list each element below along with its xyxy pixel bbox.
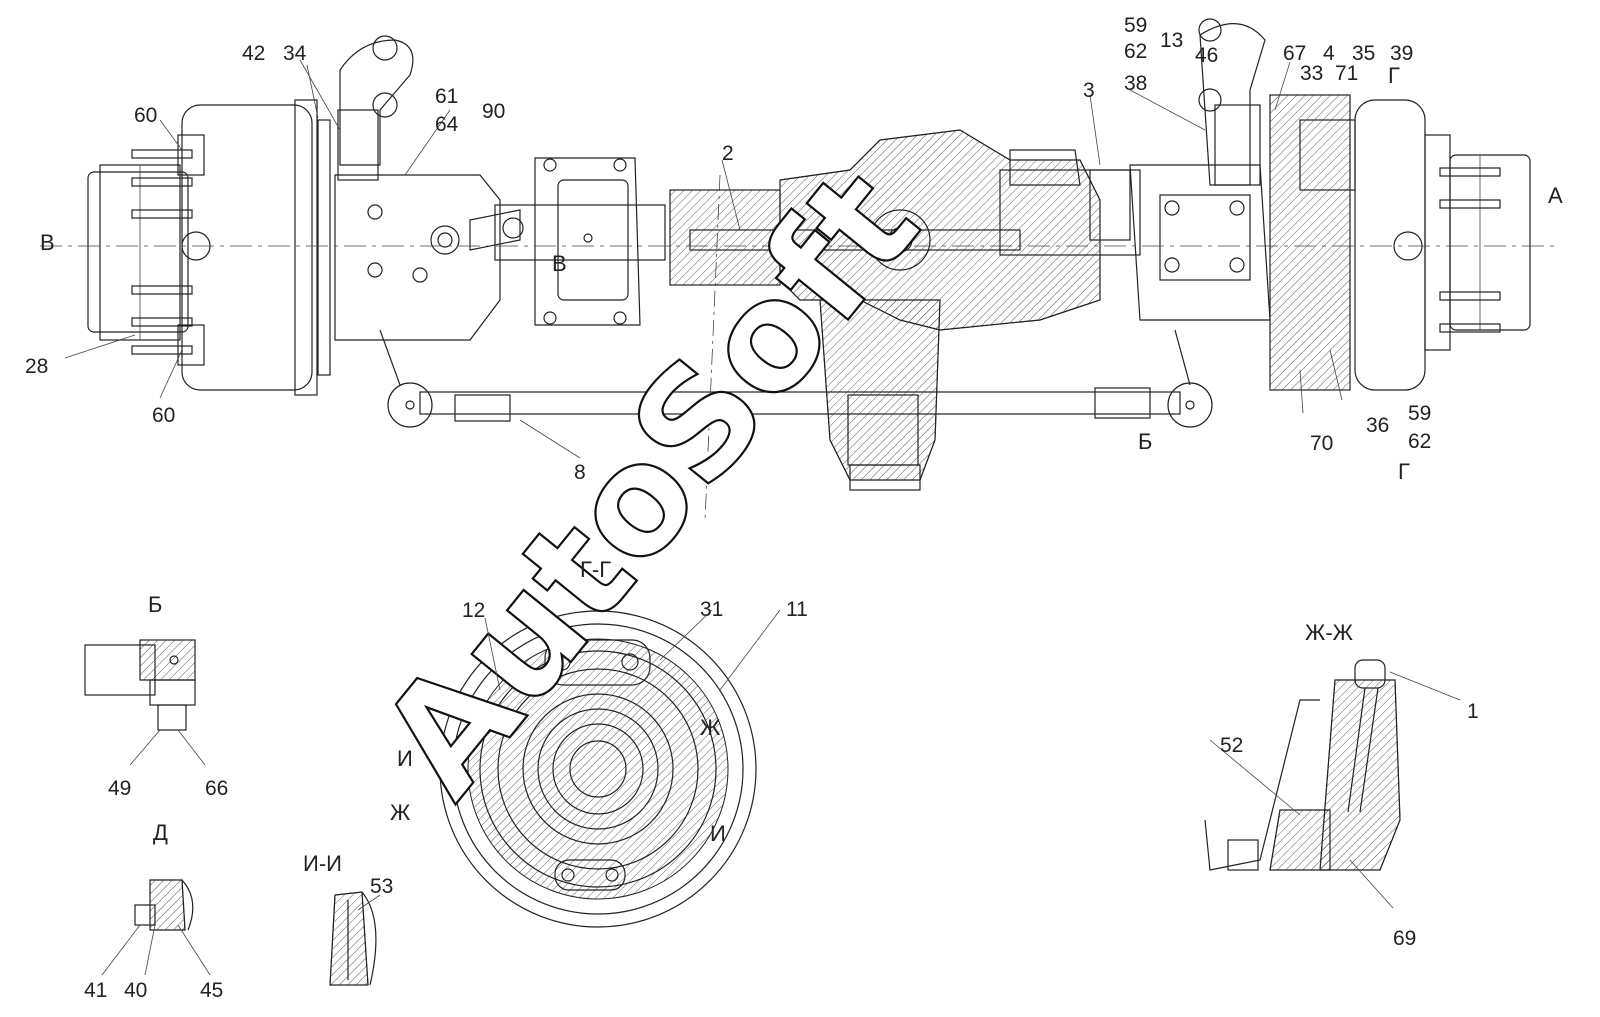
callout-70: 70: [1310, 432, 1333, 455]
tie-rod: [379, 329, 1213, 428]
callout-38: 38: [1124, 72, 1147, 95]
left-wheel-hub: [87, 99, 331, 396]
callout-90: 90: [482, 100, 505, 123]
callout-2: 2: [722, 142, 734, 165]
callout-71: 71: [1335, 62, 1358, 85]
callout-8: 8: [574, 461, 586, 484]
main-axle-view: [40, 18, 1560, 521]
right-axle-tube: [999, 149, 1141, 256]
callout-31: 31: [700, 598, 723, 621]
right-hub-bolts: [1439, 167, 1501, 333]
callout-62-top: 62: [1124, 40, 1147, 63]
callout-52: 52: [1220, 734, 1243, 757]
callout-61: 61: [435, 85, 458, 108]
view-b-tie-rod-end: [84, 639, 196, 731]
callout-66: 66: [205, 777, 228, 800]
callout-4: 4: [1323, 42, 1335, 65]
section-label-zhzh: Ж-Ж: [1305, 620, 1354, 645]
callout-28: 28: [25, 355, 48, 378]
section-label-g-bottom: Г: [1398, 459, 1410, 484]
callout-34: 34: [283, 42, 307, 65]
callout-67: 67: [1283, 42, 1306, 65]
callout-59-bottom: 59: [1408, 402, 1431, 425]
section-label-v-left: В: [40, 230, 55, 255]
section-label-d: Д: [153, 820, 168, 845]
callout-3: 3: [1083, 79, 1095, 102]
section-label-gg: Г-Г: [580, 557, 611, 582]
callout-60-top: 60: [134, 104, 157, 127]
callout-64: 64: [435, 113, 459, 136]
right-wheel-hub: [1269, 94, 1531, 391]
section-label-g-top: Г: [1388, 63, 1400, 88]
callout-49: 49: [108, 777, 131, 800]
callout-69: 69: [1393, 927, 1416, 950]
callout-1: 1: [1467, 700, 1479, 723]
left-steering-knuckle: [334, 35, 524, 341]
callout-39: 39: [1390, 42, 1413, 65]
callout-leaders: [64, 59, 1461, 976]
section-label-b-view: Б: [148, 592, 162, 617]
callout-11: 11: [786, 598, 808, 621]
callout-42: 42: [242, 42, 265, 65]
callout-numbers: 42 34 60 61 64 90 28 60 2 3 8 59 62 13 4…: [25, 14, 1479, 1002]
section-label-i-up: И: [397, 746, 413, 771]
callout-62-bottom: 62: [1408, 430, 1431, 453]
callout-60-bottom: 60: [152, 404, 175, 427]
section-label-zh-down: Ж: [390, 800, 411, 825]
callout-12: 12: [462, 599, 485, 622]
callout-13: 13: [1160, 29, 1183, 52]
section-zhzh: [1204, 659, 1401, 871]
left-axle-tube: [494, 157, 666, 326]
callout-46: 46: [1195, 44, 1218, 67]
section-label-a: А: [1548, 183, 1563, 208]
callout-36: 36: [1366, 414, 1389, 437]
callout-59-top: 59: [1124, 14, 1147, 37]
section-letters: А В В Б Б Г Г Г-Г Ж-Ж Ж Ж И И И-И Д: [40, 63, 1563, 876]
callout-35: 35: [1352, 42, 1375, 65]
section-gg-brake: [439, 610, 757, 928]
callout-41: 41: [84, 979, 107, 1002]
callout-33: 33: [1300, 62, 1323, 85]
section-ii: [329, 891, 377, 986]
left-hub-bolts: [131, 149, 193, 355]
callout-45: 45: [200, 979, 223, 1002]
section-d: [134, 879, 194, 931]
section-label-i-down: И: [710, 821, 726, 846]
section-label-zh-up: Ж: [700, 715, 721, 740]
callout-53: 53: [370, 875, 393, 898]
section-label-v-mid: В: [552, 251, 567, 276]
section-label-ii: И-И: [303, 851, 342, 876]
callout-40: 40: [124, 979, 147, 1002]
section-label-b-cut: Б: [1138, 429, 1152, 454]
differential-housing: [669, 129, 1101, 491]
